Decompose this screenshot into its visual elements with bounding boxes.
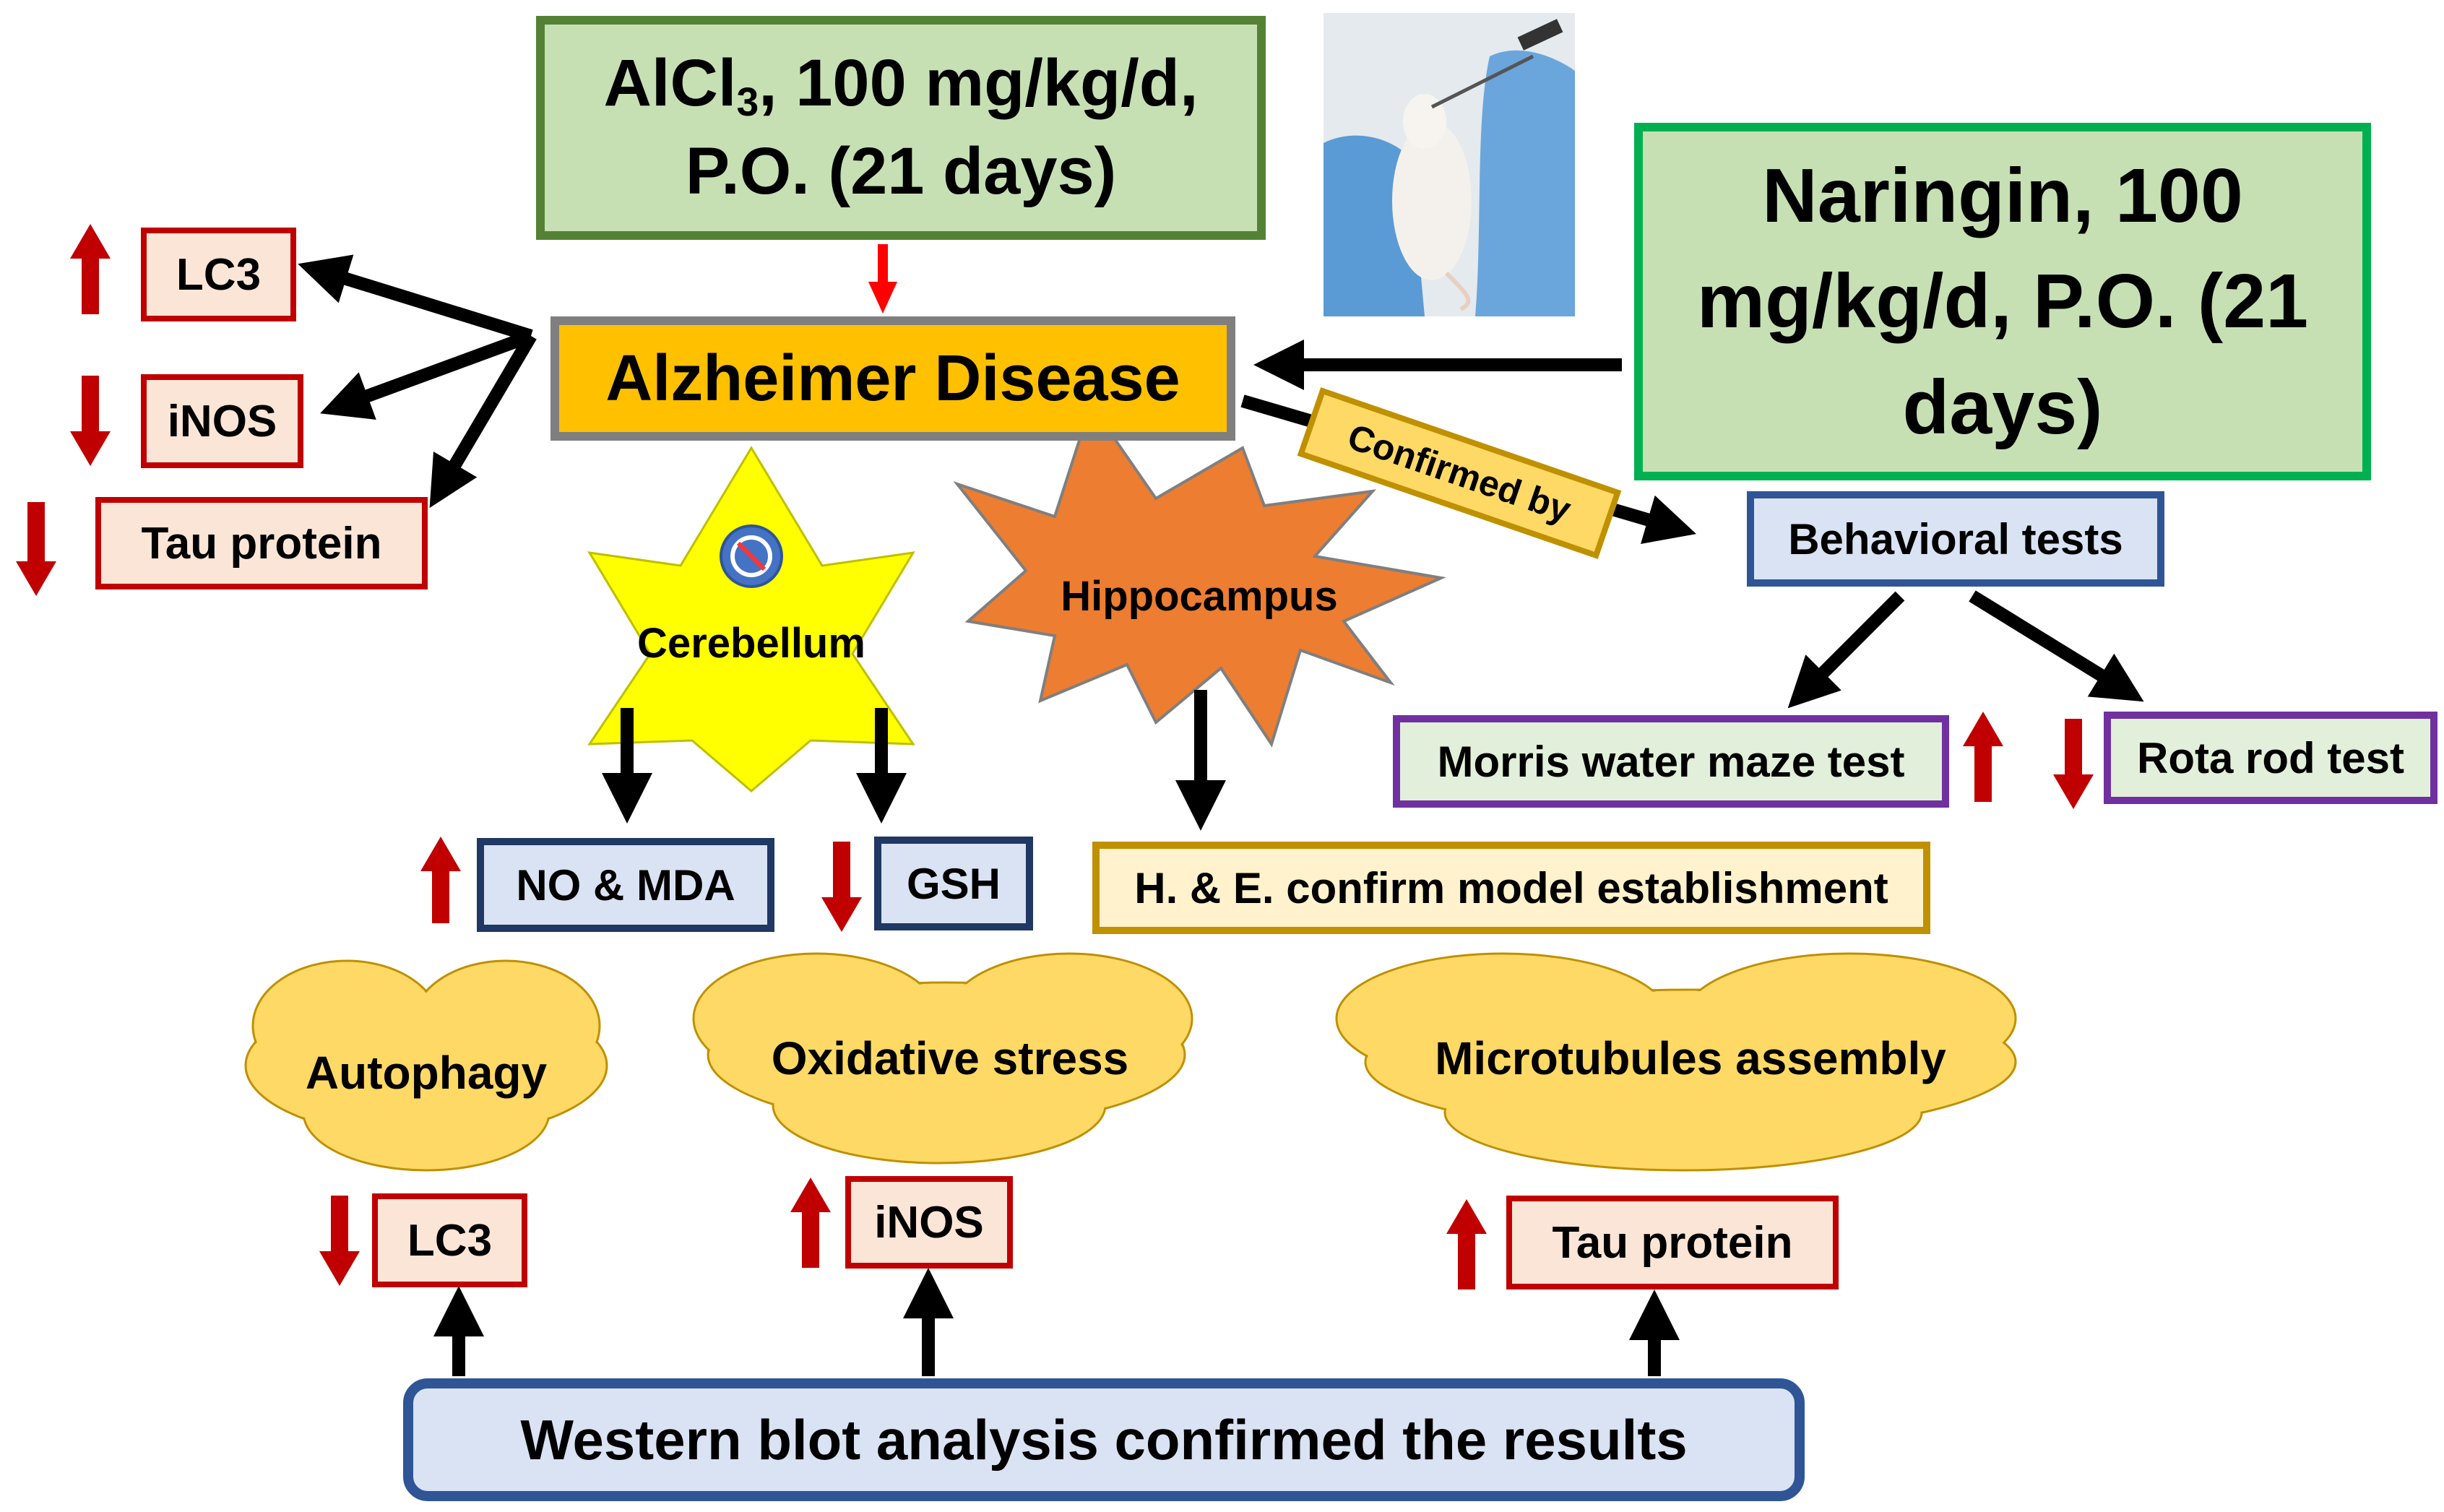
alcl3-line1: AlCl3, 100 mg/kg/d, xyxy=(603,46,1199,125)
up-arrow-bottom-inos-icon xyxy=(790,1178,831,1268)
arrow-alz-to-lc3 xyxy=(298,254,533,342)
morris-water-maze-box: Morris water maze test xyxy=(1393,715,1949,808)
left-marker-lc3: LC3 xyxy=(141,228,296,321)
behavioral-tests-box: Behavioral tests xyxy=(1747,491,2164,587)
no-mda-box: NO & MDA xyxy=(477,838,774,932)
alzheimer-disease-box: Alzheimer Disease xyxy=(550,316,1235,441)
down-arrow-rota-icon xyxy=(2053,719,2094,809)
up-arrow-no-mda-icon xyxy=(420,837,461,923)
down-arrow-gsh-icon xyxy=(821,842,862,932)
rota-rod-box: Rota rod test xyxy=(2104,712,2437,804)
western-blot-box: Western blot analysis confirmed the resu… xyxy=(403,1378,1805,1501)
prohibition-icon xyxy=(720,524,783,588)
cerebellum-label: Cerebellum xyxy=(637,619,865,667)
naringin-line2: mg/kg/d, P.O. (21 xyxy=(1696,259,2309,345)
cloud-autophagy xyxy=(244,959,608,1172)
naringin-treatment-box: Naringin, 100 mg/kg/d, P.O. (21 days) xyxy=(1634,123,2371,480)
arrow-alz-to-inos xyxy=(320,329,534,420)
cloud-oxidative xyxy=(692,952,1193,1165)
arrow-behavioral-to-morris xyxy=(1787,591,1905,709)
he-confirm-box: H. & E. confirm model establishment xyxy=(1092,842,1930,934)
up-arrow-left-lc3-icon xyxy=(70,224,111,314)
hippocampus-label: Hippocampus xyxy=(1061,572,1338,620)
oxidative-stress-label: Oxidative stress xyxy=(771,1032,1129,1084)
rat-gavage-photo xyxy=(1324,13,1575,316)
cloud-microtubules xyxy=(1335,952,2017,1172)
bottom-marker-lc3: LC3 xyxy=(372,1193,527,1287)
alcl3-treatment-box: AlCl3, 100 mg/kg/d, P.O. (21 days) xyxy=(536,16,1266,240)
hippocampus-starburst xyxy=(953,401,1446,748)
naringin-line1: Naringin, 100 xyxy=(1762,153,2243,239)
microtubules-label: Microtubules assembly xyxy=(1435,1032,1946,1084)
bottom-marker-tau: Tau protein xyxy=(1506,1196,1839,1289)
autophagy-label: Autophagy xyxy=(305,1047,548,1099)
up-arrow-bottom-tau-icon xyxy=(1446,1199,1487,1289)
alcl3-line2: P.O. (21 days) xyxy=(685,134,1117,208)
naringin-line3: days) xyxy=(1902,364,2103,450)
up-arrow-morris-icon xyxy=(1963,712,2003,802)
indicator-arrows xyxy=(16,224,2094,1289)
arrow-alz-to-tau xyxy=(429,332,537,509)
left-marker-inos: iNOS xyxy=(141,374,303,468)
cerebellum-star xyxy=(587,446,915,792)
arrow-behavioral-to-rota xyxy=(1969,590,2144,702)
down-arrow-left-inos-icon xyxy=(70,376,111,466)
down-arrow-bottom-lc3-icon xyxy=(319,1196,360,1286)
bottom-marker-inos: iNOS xyxy=(845,1176,1013,1269)
down-arrow-left-tau-icon xyxy=(16,502,56,596)
gsh-box: GSH xyxy=(874,837,1033,930)
left-marker-tau: Tau protein xyxy=(95,497,428,589)
